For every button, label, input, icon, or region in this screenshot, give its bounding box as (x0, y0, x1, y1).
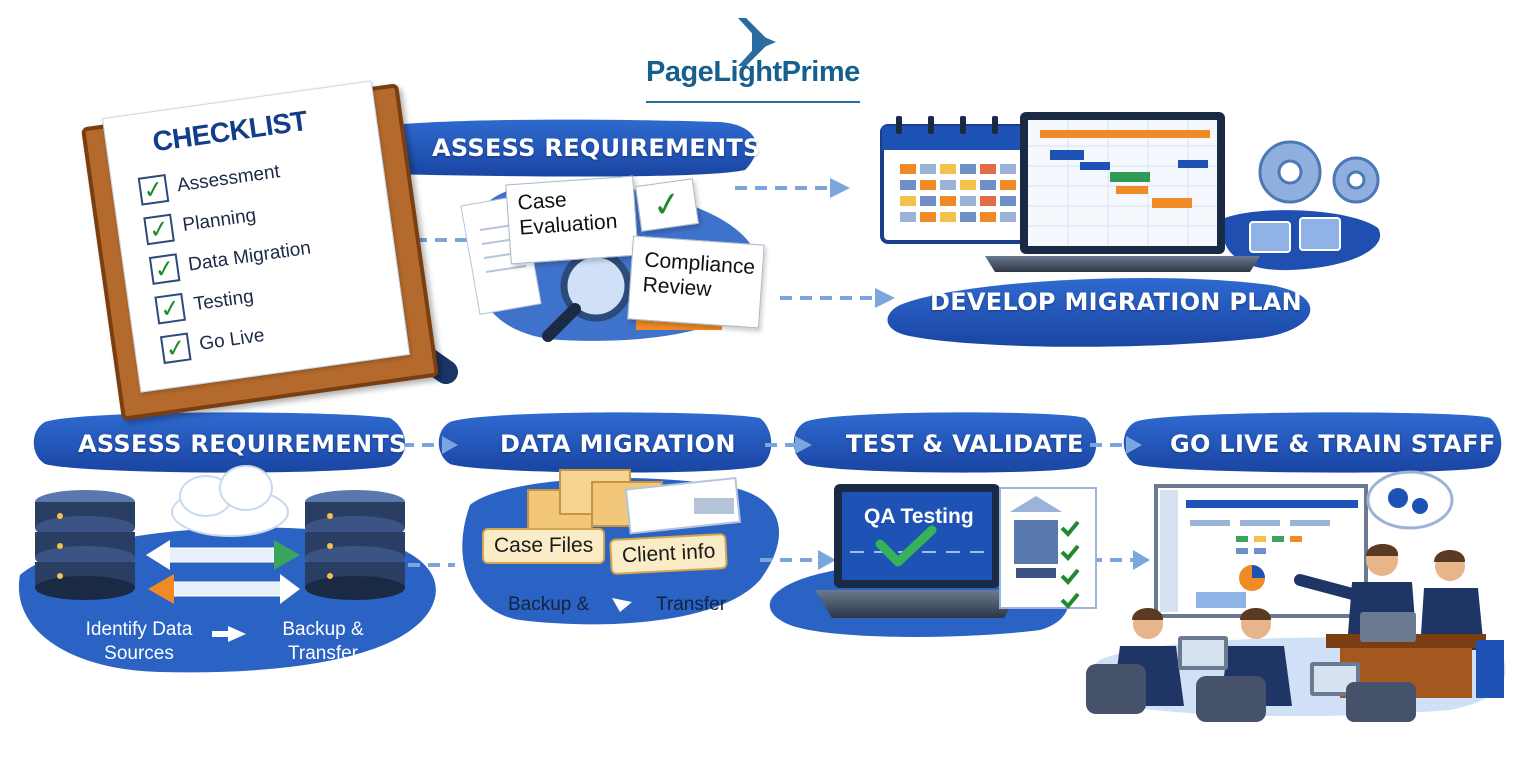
plan-banner: DEVELOP MIGRATION PLAN (930, 288, 1303, 316)
compliance-review-label: Compliance Review (641, 248, 756, 302)
small-arrow-icon (228, 626, 246, 642)
gear-icon (1258, 140, 1380, 204)
case-evaluation-card: Case Evaluation (505, 175, 639, 265)
case-evaluation-label: Case Evaluation (516, 188, 619, 240)
speech-gear-icon (1366, 470, 1454, 530)
bottom-assess-banner: ASSESS REQUIREMENTS (78, 430, 407, 458)
file-boxes-icon (527, 469, 742, 535)
checklist-paper: CHECKLIST ✓ Assessment ✓ Planning ✓ Data… (102, 80, 410, 393)
check-icon: ✓ (148, 253, 181, 285)
checklist-item: ✓ Assessment (137, 155, 282, 208)
check-icon: ✓ (154, 292, 187, 325)
qa-laptop-icon (815, 484, 1020, 618)
checklist-item-label: Planning (181, 204, 258, 236)
case-files-tag: Case Files (482, 528, 606, 564)
logo-wordmark: PageLightPrime (646, 56, 860, 88)
checklist-item-label: Assessment (175, 161, 282, 197)
chairs-icon (1086, 664, 1416, 722)
checklist-item-label: Go Live (198, 324, 266, 355)
client-info-tag: Client info (609, 532, 729, 576)
cloud-icon (171, 465, 289, 537)
top-assess-banner-shape (349, 119, 757, 177)
desk-icon (1178, 612, 1504, 698)
backup-label: Backup & (508, 594, 590, 615)
bottom-banner-shape-3 (793, 412, 1097, 473)
bottom-banner-shape-2 (438, 412, 772, 473)
check-icon: ✓ (137, 173, 170, 206)
check-icon: ✓ (143, 213, 175, 246)
transfer-label: Transfer (656, 594, 727, 615)
bottom-banner-shape-1 (33, 412, 405, 473)
checklist-title: CHECKLIST (150, 104, 310, 158)
database-icon-left (35, 490, 135, 600)
check-icon: ✓ (159, 332, 192, 365)
go-live-banner: GO LIVE & TRAIN STAFF (1170, 430, 1496, 458)
checklist-item: ✓ Testing (154, 280, 256, 327)
checklist-item-label: Testing (192, 286, 255, 316)
approval-check-icon: ✓ (635, 178, 699, 232)
presentation-screen-icon (1154, 484, 1368, 618)
courthouse-icon (999, 487, 1097, 609)
plan-banner-shape (887, 277, 1311, 347)
test-validate-banner: TEST & VALIDATE (846, 430, 1084, 458)
compliance-review-card: Compliance Review (627, 235, 765, 329)
folder-icon (1249, 217, 1341, 253)
gantt-laptop-icon (985, 112, 1260, 272)
database-icon-right (305, 490, 405, 600)
checklist-item-label: Data Migration (186, 237, 313, 276)
connector-arrows (395, 186, 1135, 567)
tiny-arrow-icon (612, 598, 632, 612)
qa-testing-label: QA Testing (864, 505, 974, 528)
backup-transfer-label: Backup & Transfer (282, 619, 364, 664)
identify-sources-label: Identify Data Sources (85, 619, 193, 664)
top-assess-banner: ASSESS REQUIREMENTS (432, 134, 761, 162)
calendar-icon (880, 116, 1029, 244)
connector-arrowheads (442, 178, 1150, 570)
logo-chevron-icon (738, 18, 776, 66)
transfer-arrows-icon (146, 540, 300, 604)
checklist-item: ✓ Go Live (159, 319, 267, 367)
bottom-banner-shape-4 (1123, 412, 1502, 473)
data-migration-banner: DATA MIGRATION (500, 430, 736, 458)
